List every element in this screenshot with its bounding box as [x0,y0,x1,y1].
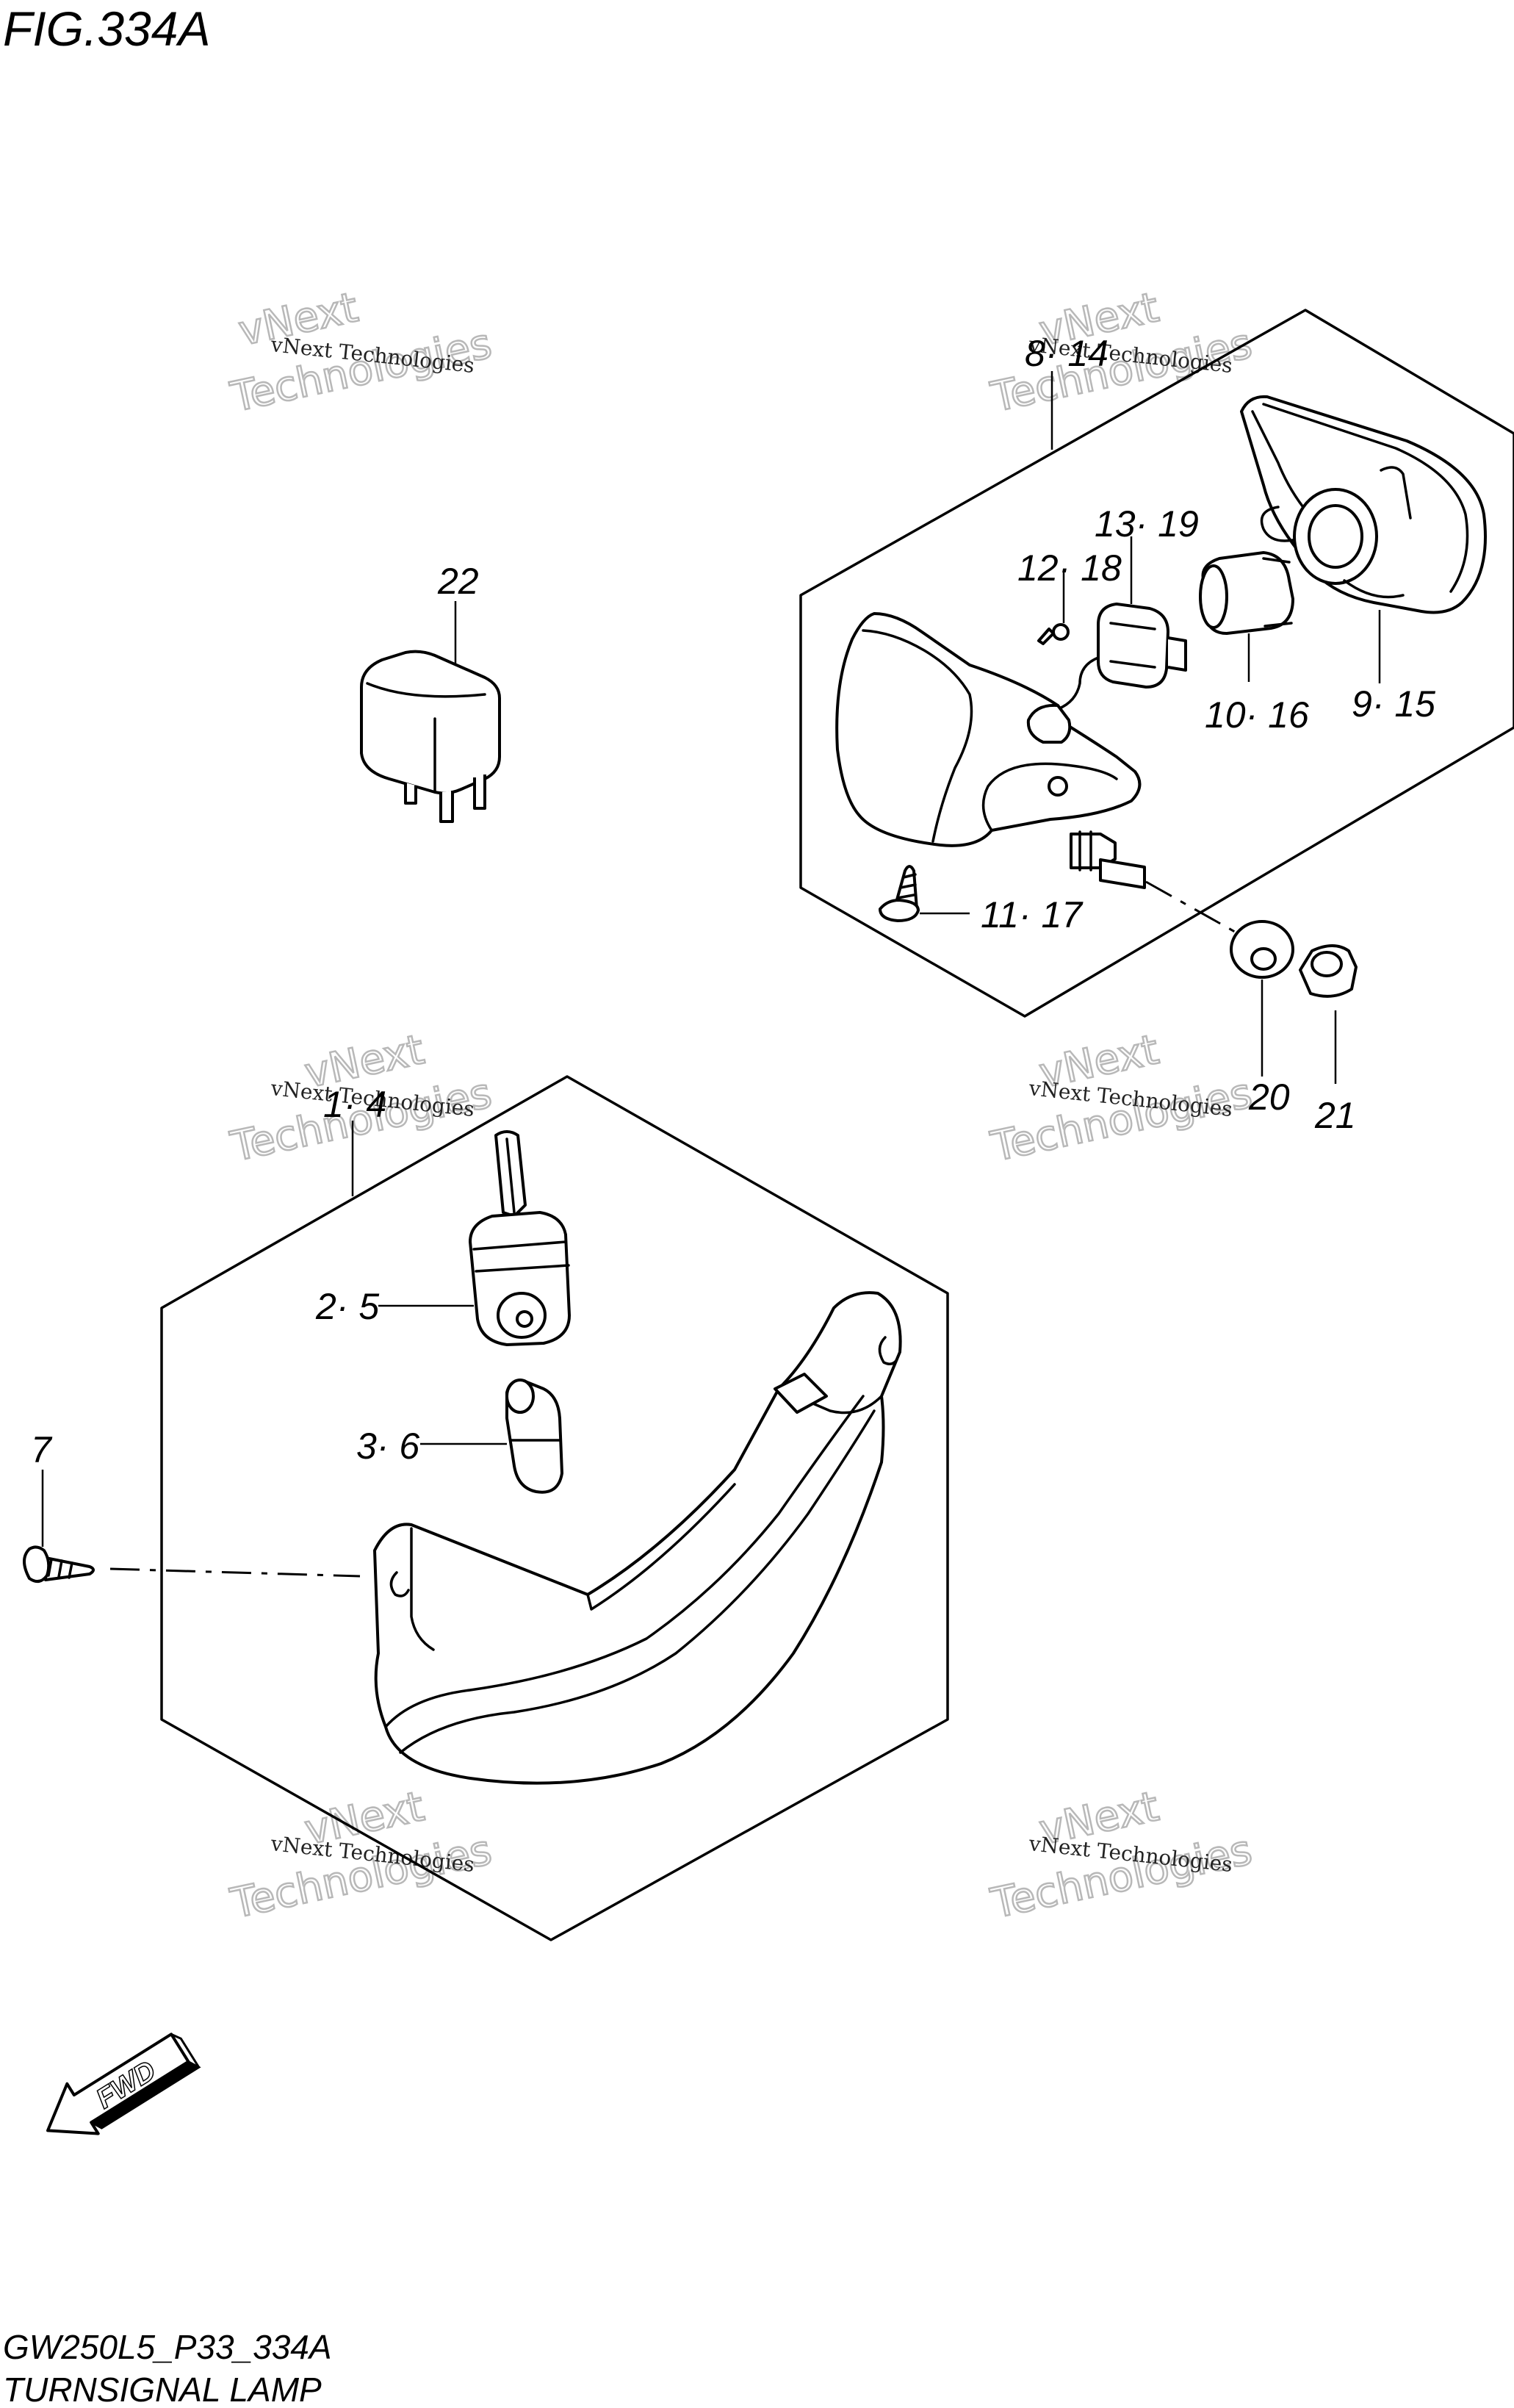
callout-21: 21 [1314,1095,1356,1136]
rear-lamp-lens [835,612,1146,889]
figure-name: TURNSIGNAL LAMP [3,2371,322,2408]
watermark-bottom-left: vNext Technologies vNext Technologies [226,1782,497,1929]
figure-code: GW250L5_P33_334A [3,2328,332,2366]
callout-2-5: 2· 5 [315,1286,379,1327]
callout-20: 20 [1248,1077,1290,1118]
part-13-19-socket [1056,536,1187,711]
callout-1-4: 1· 4 [323,1084,386,1125]
part-22-relay [360,601,501,823]
part-3-6-bulb [420,1379,563,1494]
group-box-upper [799,309,1514,1018]
callout-9-15: 9· 15 [1352,683,1435,725]
callout-3-6: 3· 6 [356,1426,419,1467]
part-9-15-lamp-housing [1240,395,1487,683]
callout-7: 7 [31,1429,53,1470]
callout-12-18: 12· 18 [1017,547,1122,589]
callout-22: 22 [437,561,479,602]
front-lamp-lens [373,1291,902,1785]
callout-10-16: 10· 16 [1205,694,1309,736]
svg-text:Technologies: Technologies [987,1069,1255,1171]
fwd-arrow: FWD [46,2033,201,2135]
part-11-17-screw [879,865,970,922]
part-7-screw [23,1470,95,1584]
axis-line-lower [109,1567,361,1578]
callout-11-17: 11· 17 [981,894,1084,935]
part-21-nut [1299,944,1358,1084]
watermark-bottom-right: vNext Technologies vNext Technologies [986,1782,1257,1929]
callout-8-14: 8· 14 [1025,333,1109,374]
part-2-5-socket [378,1130,571,1346]
callout-13-19: 13· 19 [1095,503,1199,545]
part-12-18-screw [1037,572,1070,645]
part-10-16-bulb [1199,551,1294,682]
part-20-washer [1230,920,1294,1077]
watermark-mid-right: vNext Technologies vNext Technologies [986,1025,1257,1172]
figure-title: FIG.334A [3,1,210,56]
watermark-top-left: vNext Technologies vNext Technologies [226,283,497,423]
group-box-lower [160,1075,949,1941]
